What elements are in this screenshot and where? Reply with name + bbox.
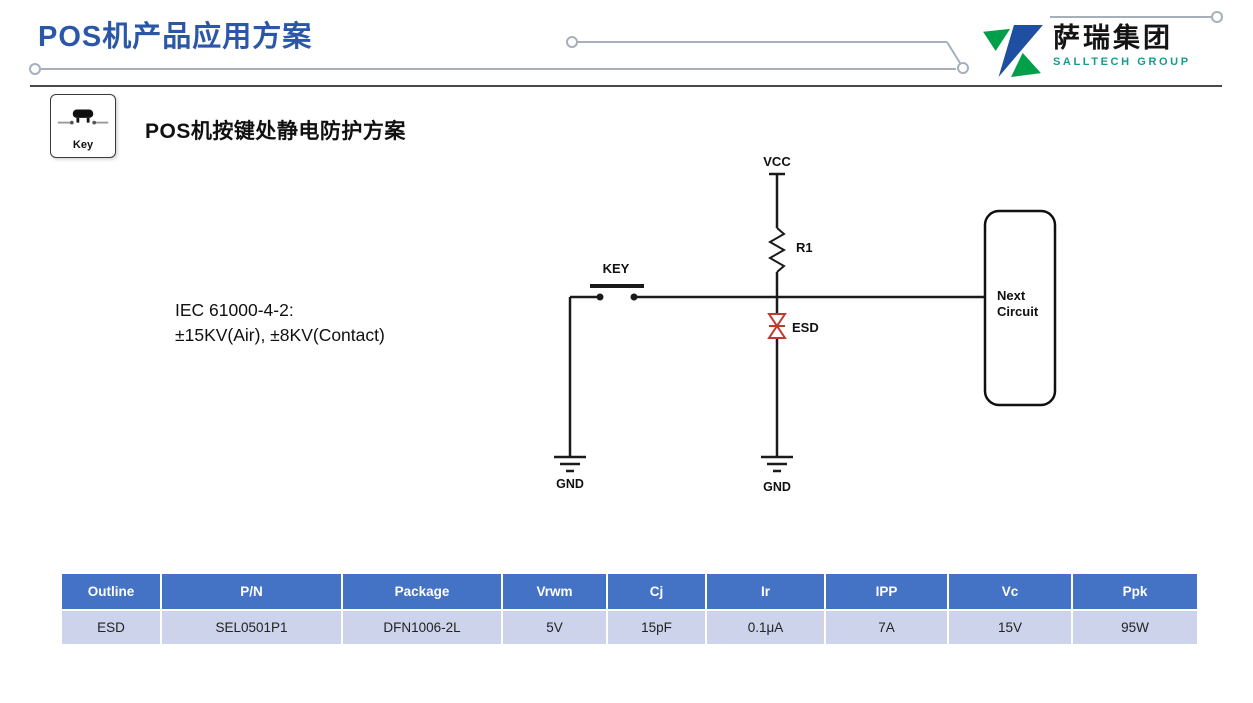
col-header-outline: Outline [60,572,162,611]
logo-name: 萨瑞集团 [1053,23,1173,53]
iec-spec-text: IEC 61000-4-2: ±15KV(Air), ±8KV(Contact) [175,298,385,349]
cell-cj: 15pF [606,609,707,646]
cell-ipp: 7A [824,609,949,646]
col-header-cj: Cj [606,572,707,611]
key-icon-label: Key [72,139,94,151]
logo: 萨瑞集团 SALLTECH GROUP [982,24,1191,78]
key-switch-symbol [590,284,644,301]
spec-table: Outline P/N Package Vrwm Cj Ir IPP Vc Pp… [60,572,1199,646]
col-header-ppk: Ppk [1071,572,1199,611]
page-title: POS机产品应用方案 [38,21,313,53]
next-circuit-label-2: Circuit [997,304,1039,319]
next-circuit-label-1: Next [997,288,1026,303]
logo-mark-icon [983,24,1043,78]
table-row: ESD SEL0501P1 DFN1006-2L 5V 15pF 0.1μA 7… [60,609,1199,646]
cell-outline: ESD [60,609,162,646]
logo-text: 萨瑞集团 SALLTECH GROUP [1053,23,1191,69]
col-header-vrwm: Vrwm [501,572,608,611]
push-button-icon [57,109,109,125]
cell-vc: 15V [947,609,1073,646]
gnd-left-label: GND [556,477,584,491]
circuit-diagram: VCC R1 KEY ESD GND GND Next Circuit [554,154,1057,494]
col-header-pn: P/N [160,572,343,611]
col-header-vc: Vc [947,572,1073,611]
logo-subtitle: SALLTECH GROUP [1053,56,1191,69]
cell-package: DFN1006-2L [341,609,503,646]
header-decoration [29,11,1223,87]
esd-label: ESD [792,320,819,335]
table-header-row: Outline P/N Package Vrwm Cj Ir IPP Vc Pp… [60,572,1199,611]
key-label: KEY [603,261,630,276]
iec-line2: ±15KV(Air), ±8KV(Contact) [175,325,385,346]
gnd-symbol-right [761,455,793,473]
section-title: POS机按键处静电防护方案 [145,120,406,143]
gnd-right-label: GND [763,480,791,494]
key-icon: Key [50,94,116,158]
cell-ir: 0.1μA [705,609,826,646]
cell-ppk: 95W [1071,609,1199,646]
col-header-package: Package [341,572,503,611]
esd-diode-symbol [767,313,787,339]
r1-label: R1 [796,240,813,255]
iec-line1: IEC 61000-4-2: [175,300,294,320]
col-header-ipp: IPP [824,572,949,611]
cell-vrwm: 5V [501,609,608,646]
cell-pn: SEL0501P1 [160,609,343,646]
gnd-symbol-left [554,455,586,473]
col-header-ir: Ir [705,572,826,611]
vcc-label: VCC [763,154,791,169]
next-circuit-block [983,209,1057,407]
